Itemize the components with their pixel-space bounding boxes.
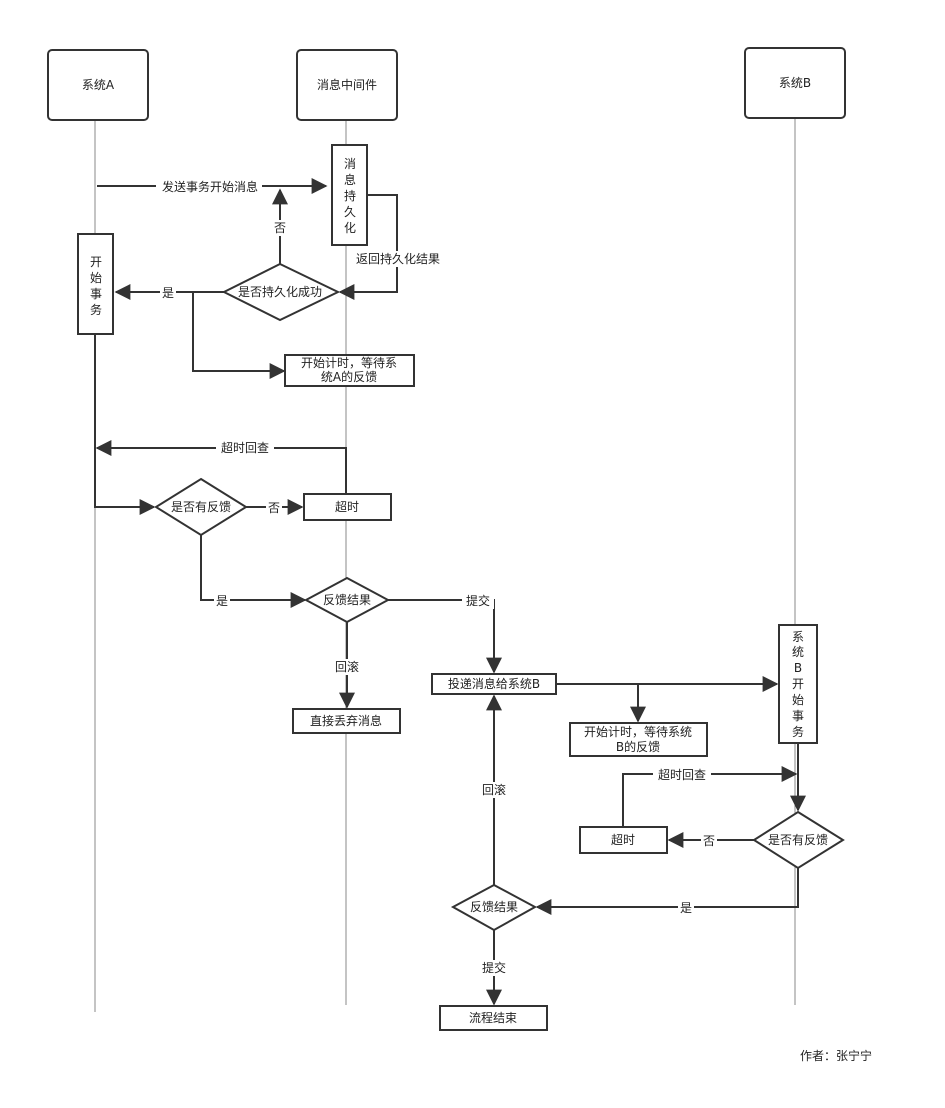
arrow-feedback-b-yes <box>535 868 799 915</box>
arrow-commit-1 <box>388 599 502 674</box>
node-persist-char: 消 <box>344 157 356 171</box>
node-start-tx-b-char: 系 <box>792 630 804 644</box>
node-has-feedback-a-label: 是否有反馈 <box>171 500 231 514</box>
node-timeout-b-label: 超时 <box>611 832 635 847</box>
label-send-start: 发送事务开始消息 <box>162 179 258 194</box>
node-deliver-label: 投递消息给系统B <box>448 676 540 691</box>
node-persist-char: 持 <box>344 188 356 203</box>
label-commit-2: 提交 <box>482 960 506 975</box>
participant-mq-label: 消息中间件 <box>317 77 377 92</box>
node-start-tx-b-char: 务 <box>792 724 804 739</box>
node-discard: 直接丢弃消息 <box>292 708 401 734</box>
node-start-tx-b-char: 始 <box>792 693 804 707</box>
label-no-3: 否 <box>703 834 715 848</box>
participant-system-a-label: 系统A <box>82 78 115 92</box>
node-start-tx-b: 系 统 B 开 始 事 务 <box>778 624 818 744</box>
participant-system-a: 系统A <box>47 49 149 121</box>
label-yes-2: 是 <box>216 594 228 608</box>
node-timeout-a: 超时 <box>303 493 392 521</box>
label-yes-1: 是 <box>162 286 174 300</box>
node-start-tx-b-char: 事 <box>792 709 804 723</box>
label-timeout-callback-a: 超时回查 <box>221 440 269 455</box>
node-start-tx-a-char: 开 <box>90 255 102 269</box>
node-start-tx-b-char: B <box>794 661 802 675</box>
label-yes-3: 是 <box>680 901 692 915</box>
node-feedback-result-b-label: 反馈结果 <box>470 900 518 914</box>
participant-system-b-label: 系统B <box>779 76 811 90</box>
participant-mq: 消息中间件 <box>296 49 398 121</box>
node-end-label: 流程结束 <box>469 1010 517 1025</box>
node-has-feedback-b-label: 是否有反馈 <box>768 833 828 847</box>
participant-system-b: 系统B <box>744 47 846 119</box>
node-persist-char: 久 <box>344 205 356 219</box>
node-wait-b-line: B的反馈 <box>616 739 660 754</box>
node-timeout-a-label: 超时 <box>335 499 359 514</box>
author-credit: 作者：张宁宁 <box>800 1048 872 1063</box>
node-wait-a: 开始计时，等待系 统A的反馈 <box>284 354 415 387</box>
label-commit-1: 提交 <box>466 593 490 608</box>
label-rollback-1: 回滚 <box>335 659 359 674</box>
label-rollback-2: 回滚 <box>482 782 506 797</box>
node-end: 流程结束 <box>439 1005 548 1031</box>
label-no-2: 否 <box>268 501 280 515</box>
arrow-a-to-feedback <box>94 335 156 515</box>
node-persist-ok-decision: 是否持久化成功 <box>221 262 341 322</box>
node-wait-a-line: 开始计时，等待系 <box>301 356 397 370</box>
node-deliver: 投递消息给系统B <box>431 673 557 695</box>
node-start-tx-a-char: 务 <box>90 302 102 317</box>
node-wait-b: 开始计时，等待系统 B的反馈 <box>569 722 708 757</box>
arrow-feedback-a-yes <box>200 535 307 608</box>
label-timeout-callback-b: 超时回查 <box>658 767 706 782</box>
node-has-feedback-b-decision: 是否有反馈 <box>752 810 845 870</box>
node-start-tx-b-char: 开 <box>792 677 804 691</box>
arrow-timeout-callback-b <box>622 766 798 827</box>
label-no-1: 否 <box>274 221 286 235</box>
node-persist-char: 化 <box>344 221 356 235</box>
arrow-to-wait-a <box>192 292 286 379</box>
node-start-tx-b-char: 统 <box>792 645 804 659</box>
node-start-tx-a-char: 事 <box>90 287 102 301</box>
node-wait-a-line: 统A的反馈 <box>321 369 377 384</box>
node-feedback-result-a-decision: 反馈结果 <box>303 576 391 624</box>
node-has-feedback-a-decision: 是否有反馈 <box>154 477 248 537</box>
node-start-tx-a-char: 始 <box>90 271 102 285</box>
node-discard-label: 直接丢弃消息 <box>310 713 382 728</box>
node-persist-char: 息 <box>344 172 356 187</box>
label-return-result: 返回持久化结果 <box>356 251 440 266</box>
node-persist-ok-label: 是否持久化成功 <box>238 284 322 299</box>
node-timeout-b: 超时 <box>579 826 668 854</box>
arrow-timeout-callback-a <box>95 440 347 494</box>
node-feedback-result-a-label: 反馈结果 <box>323 593 371 607</box>
node-start-tx-a: 开 始 事 务 <box>77 233 114 335</box>
node-persist: 消 息 持 久 化 <box>331 144 368 246</box>
node-wait-b-line: 开始计时，等待系统 <box>584 725 692 739</box>
node-feedback-result-b-decision: 反馈结果 <box>450 883 538 932</box>
arrow-return-persist <box>338 194 398 300</box>
